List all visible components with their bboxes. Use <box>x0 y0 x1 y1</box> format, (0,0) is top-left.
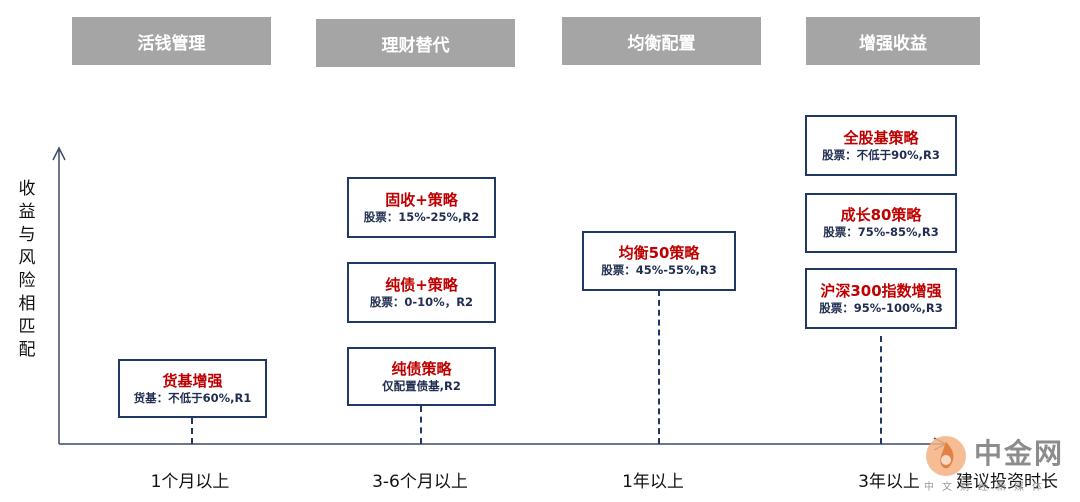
product-desc: 股票：95%-100%,R3 <box>819 300 943 315</box>
product-desc: 股票：15%-25%,R2 <box>363 209 480 224</box>
category-header-wealth: 理财替代 <box>316 19 515 67</box>
product-desc: 股票：75%-85%,R3 <box>823 225 939 239</box>
product-box-pure-bond-plus: 纯债+策略 股票：0-10%，R2 <box>347 262 496 323</box>
y-axis-label: 收益与风险相匹配 <box>18 179 36 360</box>
product-name: 纯债+策略 <box>385 275 458 294</box>
product-name: 固收+策略 <box>385 190 458 209</box>
horizon-label-1m: 1个月以上 <box>150 472 230 492</box>
connector-wealth <box>420 406 422 444</box>
product-desc: 货基：不低于60%,R1 <box>133 390 252 405</box>
product-box-growth-80: 成长80策略 股票：75%-85%,R3 <box>805 193 957 253</box>
product-box-csi300-enhanced: 沪深300指数增强 股票：95%-100%,R3 <box>805 268 957 329</box>
product-name: 纯债策略 <box>391 359 452 378</box>
horizon-label-1y: 1年以上 <box>622 472 684 492</box>
product-desc: 仅配置债基,R2 <box>382 378 461 393</box>
flame-logo-icon <box>926 436 966 476</box>
watermark-logo: 中金网 中文财经新媒体 <box>922 432 1078 500</box>
product-name: 均衡50策略 <box>618 244 700 262</box>
product-name: 成长80策略 <box>840 206 922 224</box>
connector-balanced <box>658 290 660 444</box>
product-box-pure-bond: 纯债策略 仅配置债基,R2 <box>347 347 496 406</box>
horizon-label-3-6m: 3-6个月以上 <box>372 472 468 492</box>
product-box-fixed-income-plus: 固收+策略 股票：15%-25%,R2 <box>347 177 496 238</box>
horizon-label-3y: 3年以上 <box>858 472 920 492</box>
connector-enhanced <box>880 336 882 444</box>
category-header-enhanced: 增强收益 <box>806 17 980 65</box>
connector-money <box>191 418 193 444</box>
product-desc: 股票：0-10%，R2 <box>369 294 474 309</box>
product-desc: 股票：45%-55%,R3 <box>601 263 717 277</box>
product-box-balanced-50: 均衡50策略 股票：45%-55%,R3 <box>582 231 736 291</box>
product-name: 沪深300指数增强 <box>820 281 942 300</box>
watermark-sub: 中文财经新媒体 <box>924 482 1050 493</box>
watermark-name: 中金网 <box>974 437 1065 470</box>
product-name: 货基增强 <box>162 371 223 390</box>
x-axis-label: 建议投资时长 <box>956 472 1058 492</box>
product-box-money-enhanced: 货基增强 货基：不低于60%,R1 <box>118 359 267 418</box>
product-box-all-equity: 全股基策略 股票：不低于90%,R3 <box>805 115 957 176</box>
y-axis-arrow-icon <box>52 146 66 161</box>
category-header-balanced: 均衡配置 <box>562 17 761 65</box>
category-header-cash: 活钱管理 <box>72 17 271 65</box>
product-desc: 股票：不低于90%,R3 <box>822 147 940 162</box>
product-name: 全股基策略 <box>843 128 919 147</box>
